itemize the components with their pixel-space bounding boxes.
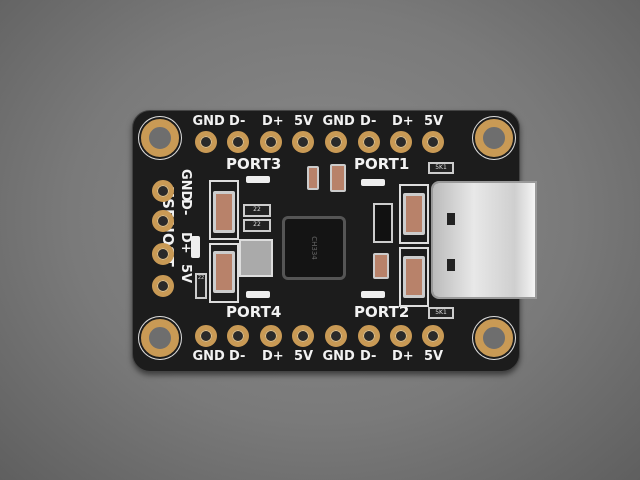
usbhost-pin-label: GND [178, 169, 193, 202]
bottom-pin-label: 5V [424, 349, 444, 364]
usb-c-tab [447, 213, 455, 225]
resistor: 5K1 [428, 307, 454, 319]
resistor: 5K1 [428, 162, 454, 174]
inductor [239, 239, 273, 277]
led-port2 [361, 291, 385, 298]
resistor: 22 [243, 219, 271, 232]
usbhost-pin[interactable] [152, 243, 174, 265]
header-pin[interactable] [292, 131, 314, 153]
mounting-hole [475, 119, 513, 157]
chip-marking: CH334 [309, 236, 318, 260]
top-pin-label: D+ [262, 114, 284, 129]
capacitor [403, 256, 425, 298]
capacitor-outline [399, 247, 429, 307]
usbhost-pin-label: D- [178, 199, 193, 216]
led-port4 [246, 291, 270, 298]
header-pin[interactable] [422, 131, 444, 153]
capacitor-outline [209, 243, 239, 303]
bottom-pin-label: GND [192, 349, 225, 364]
led-port1 [361, 179, 385, 186]
usbhost-pin[interactable] [152, 180, 174, 202]
port3-label: PORT3 [226, 155, 282, 173]
top-pin-label: GND [322, 114, 355, 129]
bottom-pin-label: D- [229, 349, 246, 364]
resistor: 22 [243, 204, 271, 217]
capacitor [213, 251, 235, 293]
header-pin[interactable] [260, 325, 282, 347]
led-power [191, 236, 200, 258]
header-pin[interactable] [358, 325, 380, 347]
usb-c-tab [447, 259, 455, 271]
port2-label: PORT2 [354, 303, 410, 321]
diode [373, 203, 393, 243]
header-pin[interactable] [260, 131, 282, 153]
header-pin[interactable] [227, 325, 249, 347]
mounting-hole [475, 319, 513, 357]
capacitor [213, 191, 235, 233]
header-pin[interactable] [195, 325, 217, 347]
header-pin[interactable] [325, 325, 347, 347]
resistor: 22 [195, 273, 207, 299]
usb-hub-pcb: USBHOST PORT3 PORT1 PORT4 PORT2 CH334 22… [132, 110, 535, 372]
top-pin-label: GND [192, 114, 225, 129]
top-pin-label: D- [229, 114, 246, 129]
port1-label: PORT1 [354, 155, 410, 173]
bottom-pin-label: GND [322, 349, 355, 364]
port4-label: PORT4 [226, 303, 282, 321]
header-pin[interactable] [292, 325, 314, 347]
led-port3 [246, 176, 270, 183]
usbhost-pin[interactable] [152, 210, 174, 232]
mounting-hole [141, 319, 179, 357]
top-pin-label: 5V [294, 114, 314, 129]
hub-chip: CH334 [285, 219, 343, 277]
bottom-pin-label: D- [360, 349, 377, 364]
capacitor-outline [209, 180, 239, 240]
capacitor [330, 164, 346, 192]
header-pin[interactable] [227, 131, 249, 153]
header-pin[interactable] [325, 131, 347, 153]
header-pin[interactable] [390, 131, 412, 153]
header-pin[interactable] [390, 325, 412, 347]
top-pin-label: 5V [424, 114, 444, 129]
top-pin-label: D+ [392, 114, 414, 129]
bottom-pin-label: 5V [294, 349, 314, 364]
capacitor [403, 193, 425, 235]
usbhost-pin-label: 5V [178, 264, 193, 284]
usbhost-pin-label: D+ [178, 232, 193, 254]
bottom-pin-label: D+ [392, 349, 414, 364]
header-pin[interactable] [358, 131, 380, 153]
capacitor-outline [399, 184, 429, 244]
capacitor [307, 166, 319, 190]
usb-c-connector[interactable] [433, 183, 535, 297]
top-pin-label: D- [360, 114, 377, 129]
mounting-hole [141, 119, 179, 157]
header-pin[interactable] [195, 131, 217, 153]
usbhost-pin[interactable] [152, 275, 174, 297]
capacitor [373, 253, 389, 279]
bottom-pin-label: D+ [262, 349, 284, 364]
header-pin[interactable] [422, 325, 444, 347]
